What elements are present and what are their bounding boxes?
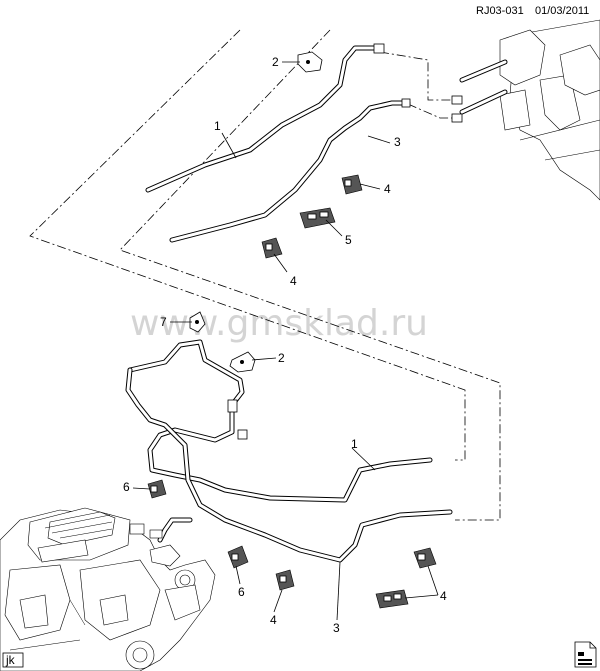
upper-leader-lines xyxy=(221,61,391,273)
artist-tag: jk xyxy=(5,653,16,667)
callout-4-upper-b: 4 xyxy=(290,274,297,288)
callout-6-b: 6 xyxy=(238,585,245,599)
part-4-clip-lower-a xyxy=(275,569,295,591)
lower-fuel-pipe-1 xyxy=(127,339,433,503)
part-4-clip-upper-b xyxy=(261,237,283,259)
callout-1-lower: 1 xyxy=(351,437,358,451)
callout-3-upper: 3 xyxy=(394,135,401,149)
upper-fuel-pipe-1 xyxy=(145,45,381,193)
part-6-clip-a xyxy=(147,479,167,499)
lower-leader-lines xyxy=(132,321,439,621)
part-2-bracket-lower xyxy=(229,351,256,373)
part-2-bracket-upper xyxy=(297,51,323,73)
part-4-clip-lower-c xyxy=(375,589,409,609)
callout-4-lower-a: 4 xyxy=(270,613,277,627)
diagram-date: 01/03/2011 xyxy=(535,5,589,17)
artist-tag-box: jk xyxy=(2,652,24,668)
upper-fuel-pipe-3 xyxy=(169,100,411,243)
part-5-clip xyxy=(299,207,336,229)
pipe-connector xyxy=(373,43,385,54)
engine-assembly xyxy=(0,507,216,671)
pipe-connector xyxy=(237,429,248,440)
watermark: www.gmsklad.ru xyxy=(130,303,428,344)
callout-1-upper: 1 xyxy=(214,119,221,133)
part-4-clip-lower-b xyxy=(413,547,437,569)
document-icon xyxy=(574,641,597,668)
callout-3-lower: 3 xyxy=(333,621,340,635)
pipe-connector xyxy=(227,399,238,413)
pipe-connector xyxy=(401,98,411,108)
part-6-clip-b xyxy=(227,545,249,569)
part-4-clip-upper-a xyxy=(341,174,363,195)
callout-4-upper-a: 4 xyxy=(384,182,391,196)
dashed-connector-lines xyxy=(29,29,501,521)
lower-fuel-pipe-3 xyxy=(125,367,453,563)
callout-2-lower: 2 xyxy=(278,351,285,365)
diagram-ref-code: RJ03-031 xyxy=(476,5,524,17)
lower-fuel-pipe-feed xyxy=(157,517,193,543)
callout-2-upper: 2 xyxy=(272,55,279,69)
part-7-fitting xyxy=(189,311,206,333)
callout-7: 7 xyxy=(160,315,167,329)
callout-5-upper: 5 xyxy=(345,233,352,247)
callout-6-a: 6 xyxy=(123,480,130,494)
fuel-tank xyxy=(451,19,600,201)
callout-4-lower-b: 4 xyxy=(440,589,447,603)
